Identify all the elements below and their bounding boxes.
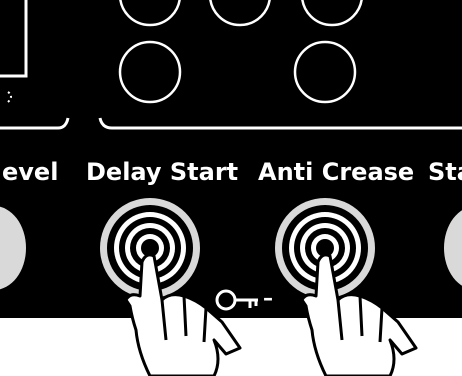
anti-crease-label: Anti Crease <box>258 160 414 184</box>
group-bracket-left <box>0 118 68 128</box>
display-dots-icon <box>8 92 11 102</box>
indicator-circle <box>302 0 362 25</box>
delay-start-label: Delay Start <box>86 160 238 184</box>
key-icon <box>217 291 258 309</box>
indicator-circle <box>210 0 270 25</box>
indicator-circle <box>120 0 180 25</box>
level-button[interactable] <box>0 206 26 290</box>
lock-dash: – <box>263 288 273 308</box>
group-bracket-right <box>100 118 462 128</box>
indicator-circle <box>120 42 180 102</box>
display-window <box>0 0 26 76</box>
indicator-circle <box>295 42 355 102</box>
start-label: Sta <box>428 160 462 184</box>
level-label: evel <box>2 160 58 184</box>
start-button[interactable] <box>444 206 462 290</box>
